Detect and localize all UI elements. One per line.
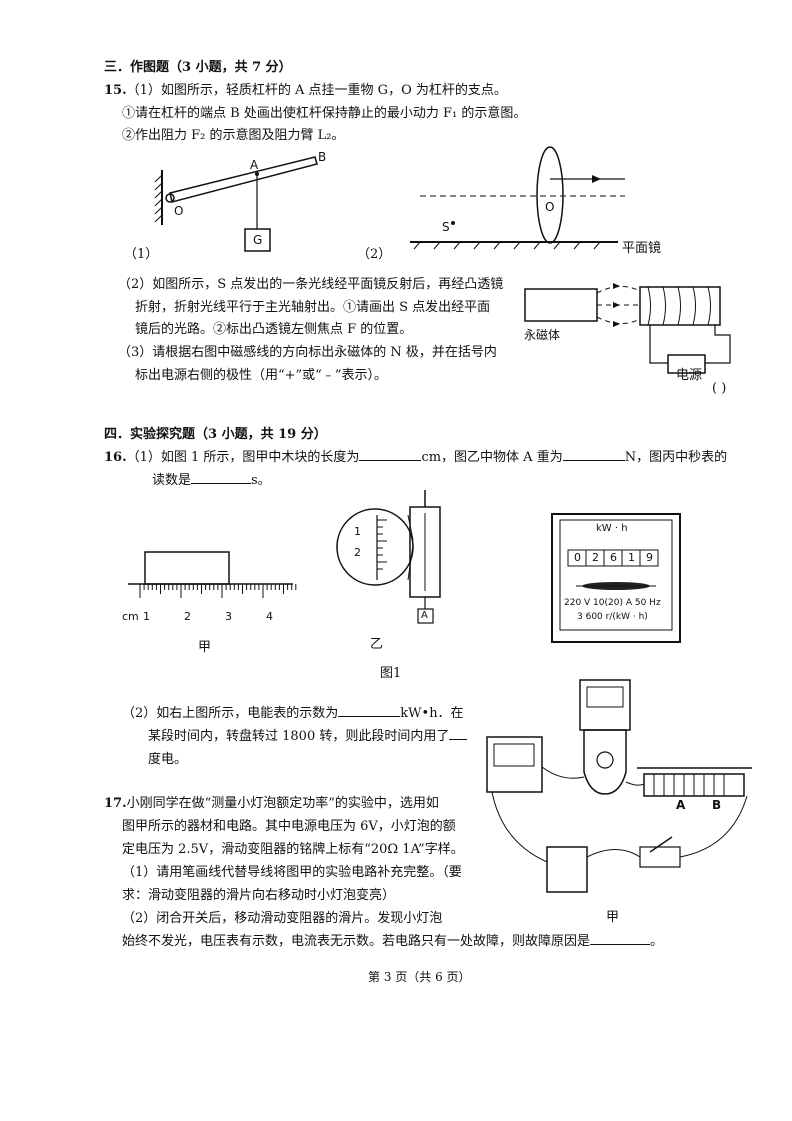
q15-item2: ②作出阻力 F₂ 的示意图及阻力臂 L₂。: [122, 128, 345, 143]
ruler-tick-1: 1: [143, 610, 150, 623]
lever-label-a: A: [250, 158, 259, 172]
q17-part1-a: （1）请用笔画线代替导线将图甲的实验电路补充完整。（要: [122, 865, 462, 880]
q15-part3-line1: （3）请根据右图中磁感线的方向标出永磁体的 N 极，并在括号内: [118, 345, 497, 360]
q16-line1-c: N，图丙中秒表的: [624, 450, 728, 465]
energy-meter-figure: [551, 513, 681, 643]
meter-digit-5: 9: [646, 551, 653, 564]
ruler-figure: [128, 551, 297, 598]
q15-part3-line2: 标出电源右侧的极性（用“+”或“﹣”表示）。: [135, 368, 387, 383]
answer-blank-energy[interactable]: [449, 727, 468, 740]
q17-number: 17.: [104, 796, 127, 811]
polarity-bracket: ( ): [712, 381, 727, 396]
q17-part2-a: （2）闭合开关后，移动滑动变阻器的滑片。发现小灯泡: [122, 911, 443, 926]
circuit-figure: [486, 679, 752, 893]
spring-scale-figure: [336, 490, 441, 624]
q16-line1: 16.（1）如图 1 所示，图甲中木块的长度为 cm，图乙中物体 A 重为 N，图丙…: [104, 446, 727, 465]
lens-label-s: S: [442, 220, 450, 234]
mirror-label: 平面镜: [622, 241, 662, 256]
q16-part2-line2: 某段时间内，转盘转过 1800 转，则此段时间内用了: [148, 725, 468, 744]
meter-digit-4: 1: [628, 551, 635, 564]
q16-line1-a: （1）如图 1 所示，图甲中木块的长度为: [126, 450, 360, 465]
q16-line1-b: cm，图乙中物体 A 重为: [421, 450, 563, 465]
magnet-label: 永磁体: [524, 328, 561, 342]
q16-part2-line1: （2）如右上图所示，电能表的示数为 kW•h．在: [122, 702, 464, 721]
section3-title: 三．作图题（3 小题，共 7 分）: [104, 60, 292, 75]
ruler-tick-2: 2: [184, 610, 191, 623]
q16-line2-a: 读数是: [152, 473, 192, 488]
ruler-unit: cm: [122, 610, 139, 623]
lens-label-o: O: [545, 200, 555, 214]
q16-line2-b: s。: [251, 473, 271, 488]
answer-blank-time[interactable]: [191, 471, 252, 484]
page-footer: 第 3 页（共 6 页）: [368, 970, 471, 984]
scale-object-a: A: [421, 610, 428, 621]
circuit-label-a: A: [676, 798, 686, 812]
meter-digit-1: 0: [574, 551, 581, 564]
circuit-caption: 甲: [606, 910, 620, 925]
q15-intro: （1）如图所示，轻质杠杆的 A 点挂一重物 G，O 为杠杆的支点。: [126, 83, 507, 98]
q15-part2-line3: 镜后的光路。②标出凸透镜左侧焦点 F 的位置。: [135, 322, 413, 337]
q17-part2-b: 始终不发光，电压表有示数，电流表无示数。若电路只有一处故障，则故障原因是: [122, 934, 591, 949]
ruler-tick-4: 4: [266, 610, 273, 623]
lens-mirror-figure: [410, 146, 625, 250]
answer-blank-weight[interactable]: [562, 448, 625, 461]
q15-line1: 15.（1）如图所示，轻质杠杆的 A 点挂一重物 G，O 为杠杆的支点。: [104, 79, 507, 98]
q17-part2-c: 。: [650, 934, 664, 949]
q16-part2-line2-text: 某段时间内，转盘转过 1800 转，则此段时间内用了: [148, 729, 450, 744]
figure1-caption: 图1: [380, 666, 402, 681]
meter-digit-3: 6: [610, 551, 617, 564]
q15-part2-line1: （2）如图所示，S 点发出的一条光线经平面镜反射后，再经凸透镜: [118, 277, 504, 292]
lever-label-o: O: [174, 204, 184, 218]
meter-spec-1: 220 V 10(20) A 50 Hz: [564, 598, 661, 608]
answer-blank-length[interactable]: [359, 448, 422, 461]
fig1-label: （1）: [124, 247, 159, 262]
section4-title: 四．实验探究题（3 小题，共 19 分）: [104, 427, 327, 442]
magnet-solenoid-figure: [524, 283, 731, 374]
lever-label-b: B: [318, 150, 327, 164]
q16-number: 16.: [104, 450, 127, 465]
q17-line1-text: 小刚同学在做“测量小灯泡额定功率”的实验中，选用如: [126, 796, 439, 811]
meter-digit-2: 2: [592, 551, 599, 564]
ruler-caption: 甲: [198, 640, 212, 655]
q16-part2-line3: 度电。: [148, 752, 188, 767]
q17-part1-b: 求：滑动变阻器的滑片向右移动时小灯泡变亮）: [122, 888, 396, 903]
q16-part2-line1-a: （2）如右上图所示，电能表的示数为: [122, 706, 339, 721]
ruler-tick-3: 3: [225, 610, 232, 623]
q17-line3: 定电压为 2.5V，滑动变阻器的铭牌上标有“20Ω 1A”字样。: [122, 842, 464, 857]
scale-label-1: 1: [354, 525, 361, 538]
lever-label-g: G: [253, 233, 263, 247]
q15-item1: ①请在杠杆的端点 B 处画出使杠杆保持静止的最小动力 F₁ 的示意图。: [122, 106, 527, 121]
scale-label-2: 2: [354, 546, 361, 559]
meter-spec-2: 3 600 r/(kW · h): [577, 612, 648, 622]
answer-blank-fault[interactable]: [590, 932, 651, 945]
q17-line1: 17.小刚同学在做“测量小灯泡额定功率”的实验中，选用如: [104, 792, 439, 811]
q17-part2-b-line: 始终不发光，电压表有示数，电流表无示数。若电路只有一处故障，则故障原因是 。: [122, 930, 663, 949]
q16-line2: 读数是 s。: [152, 469, 271, 488]
lever-figure: [154, 156, 318, 252]
q15-number: 15.: [104, 83, 127, 98]
scale-caption: 乙: [370, 637, 384, 652]
fig2-label: （2）: [357, 247, 392, 262]
power-label: 电源: [676, 368, 703, 383]
meter-unit: kW · h: [596, 523, 628, 534]
answer-blank-meter[interactable]: [338, 704, 401, 717]
q17-line2: 图甲所示的器材和电路。其中电源电压为 6V，小灯泡的额: [122, 819, 456, 834]
q15-part2-line2: 折射，折射光线平行于主光轴射出。①请画出 S 点发出经平面: [135, 300, 491, 315]
circuit-label-b: B: [712, 798, 722, 812]
q16-part2-line1-b: kW•h．在: [400, 706, 464, 721]
